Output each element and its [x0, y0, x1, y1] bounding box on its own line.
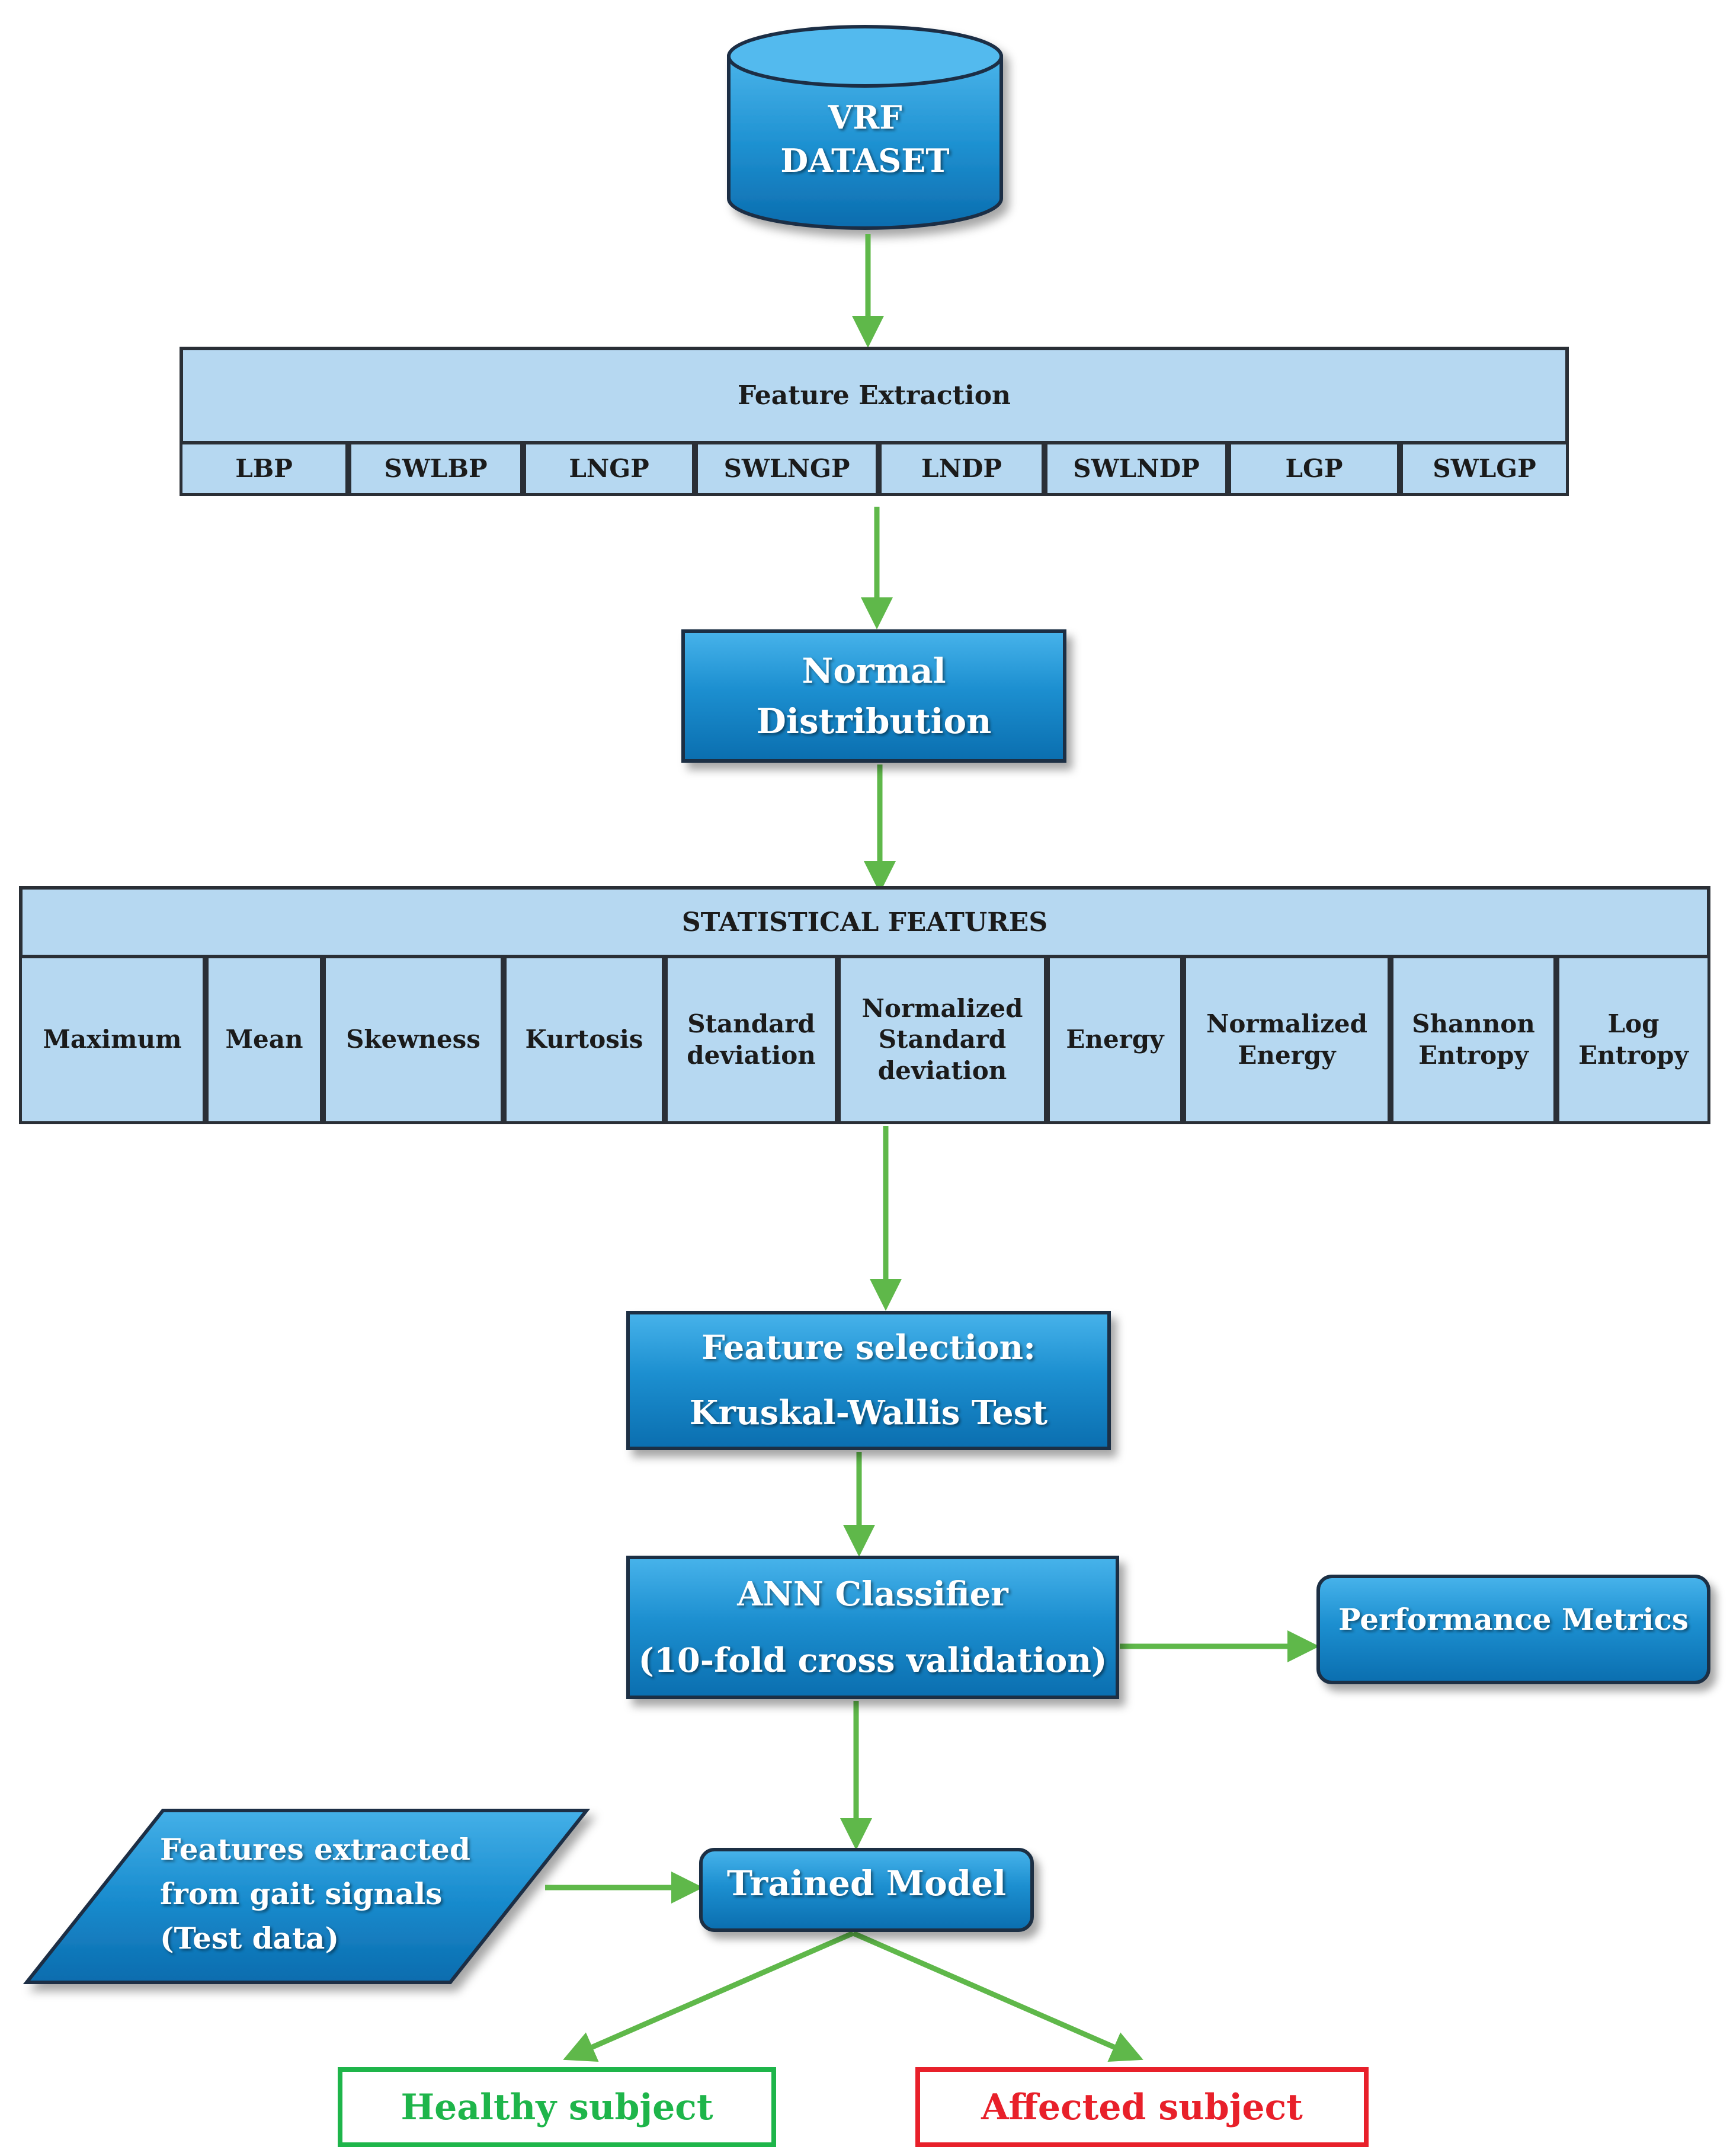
feature-method-label: LNDP	[921, 453, 1002, 483]
statistical-feature-label: Maximum	[43, 1025, 182, 1054]
feature-method-cell: LNGP	[523, 442, 695, 496]
feature-extraction-methods: LBP SWLBP LNGP SWLNGP LNDP SWLNDP LGP SW…	[180, 442, 1569, 496]
statistical-feature-cell: Shannon Entropy	[1391, 955, 1556, 1124]
test-data-line1: Features extracted	[160, 1831, 470, 1867]
affected-subject-label: Affected subject	[981, 2086, 1303, 2128]
arrow-model-to-healthy	[563, 1930, 854, 2062]
statistical-feature-label: Energy	[1066, 1025, 1164, 1054]
trained-model-box: Trained Model	[699, 1848, 1034, 1932]
feature-selection-line2: Kruskal-Wallis Test	[689, 1393, 1048, 1432]
feature-extraction-title: Feature Extraction	[737, 380, 1011, 411]
normal-distribution-box: Normal Distribution	[681, 629, 1066, 763]
normal-distribution-line2: Distribution	[756, 700, 992, 741]
performance-metrics-box: Performance Metrics	[1316, 1575, 1710, 1684]
feature-method-label: SWLGP	[1433, 453, 1536, 483]
ann-classifier-line1: ANN Classifier	[737, 1575, 1008, 1614]
statistical-feature-label: Kurtosis	[525, 1025, 643, 1054]
statistical-feature-label: Normalized Standard deviation	[861, 993, 1023, 1085]
test-data-line3: (Test data)	[160, 1920, 339, 1956]
statistical-feature-cell: Standard deviation	[665, 955, 838, 1124]
feature-extraction-header: Feature Extraction	[180, 347, 1569, 444]
feature-selection-box: Feature selection: Kruskal-Wallis Test	[626, 1311, 1111, 1450]
feature-method-cell: SWLNGP	[695, 442, 879, 496]
dataset-label: VRF DATASET	[729, 89, 1001, 190]
statistical-features-list: Maximum Mean Skewness Kurtosis Standard …	[19, 955, 1710, 1124]
trained-model-label: Trained Model	[726, 1863, 1007, 1904]
feature-method-cell: SWLGP	[1400, 442, 1569, 496]
normal-distribution-line1: Normal	[802, 651, 946, 692]
healthy-subject-label: Healthy subject	[401, 2086, 713, 2128]
affected-subject-box: Affected subject	[915, 2067, 1369, 2147]
statistical-feature-cell: Log Entropy	[1556, 955, 1710, 1124]
dataset-label-line2: DATASET	[780, 142, 950, 180]
feature-method-label: SWLNGP	[723, 453, 850, 483]
healthy-subject-box: Healthy subject	[338, 2067, 776, 2147]
ann-classifier-box: ANN Classifier (10-fold cross validation…	[626, 1556, 1119, 1699]
statistical-feature-label: Log Entropy	[1578, 1009, 1689, 1070]
dataset-cylinder	[727, 25, 1003, 230]
test-data-line2: from gait signals	[160, 1876, 443, 1911]
statistical-feature-label: Normalized Energy	[1206, 1009, 1368, 1070]
statistical-feature-label: Mean	[225, 1025, 303, 1054]
dataset-label-line1: VRF	[828, 98, 902, 137]
statistical-features-header: STATISTICAL FEATURES	[19, 886, 1710, 958]
statistical-feature-cell: Kurtosis	[504, 955, 665, 1124]
feature-method-label: LBP	[235, 453, 293, 483]
statistical-features-title: STATISTICAL FEATURES	[681, 907, 1048, 938]
arrow-model-to-affected	[852, 1930, 1143, 2062]
feature-method-label: LGP	[1285, 453, 1343, 483]
test-data-label: Features extracted from gait signals (Te…	[160, 1813, 492, 1973]
feature-method-cell: LGP	[1228, 442, 1400, 496]
statistical-feature-cell: Skewness	[323, 955, 504, 1124]
feature-method-label: SWLBP	[384, 453, 488, 483]
feature-method-cell: SWLBP	[348, 442, 523, 496]
test-data-parallelogram	[23, 1809, 591, 1984]
feature-method-label: SWLNDP	[1073, 453, 1200, 483]
statistical-feature-cell: Normalized Standard deviation	[838, 955, 1047, 1124]
statistical-feature-cell: Normalized Energy	[1183, 955, 1391, 1124]
feature-selection-line1: Feature selection:	[701, 1328, 1036, 1368]
feature-method-label: LNGP	[569, 453, 649, 483]
statistical-feature-cell: Maximum	[19, 955, 206, 1124]
statistical-feature-label: Standard deviation	[687, 1009, 816, 1070]
statistical-feature-cell: Mean	[206, 955, 323, 1124]
statistical-feature-label: Shannon Entropy	[1412, 1009, 1535, 1070]
statistical-feature-label: Skewness	[346, 1025, 480, 1054]
performance-metrics-label: Performance Metrics	[1338, 1602, 1689, 1637]
feature-method-cell: LNDP	[879, 442, 1045, 496]
statistical-feature-cell: Energy	[1047, 955, 1183, 1124]
feature-method-cell: SWLNDP	[1045, 442, 1228, 496]
ann-classifier-line2: (10-fold cross validation)	[638, 1641, 1107, 1680]
feature-method-cell: LBP	[180, 442, 348, 496]
